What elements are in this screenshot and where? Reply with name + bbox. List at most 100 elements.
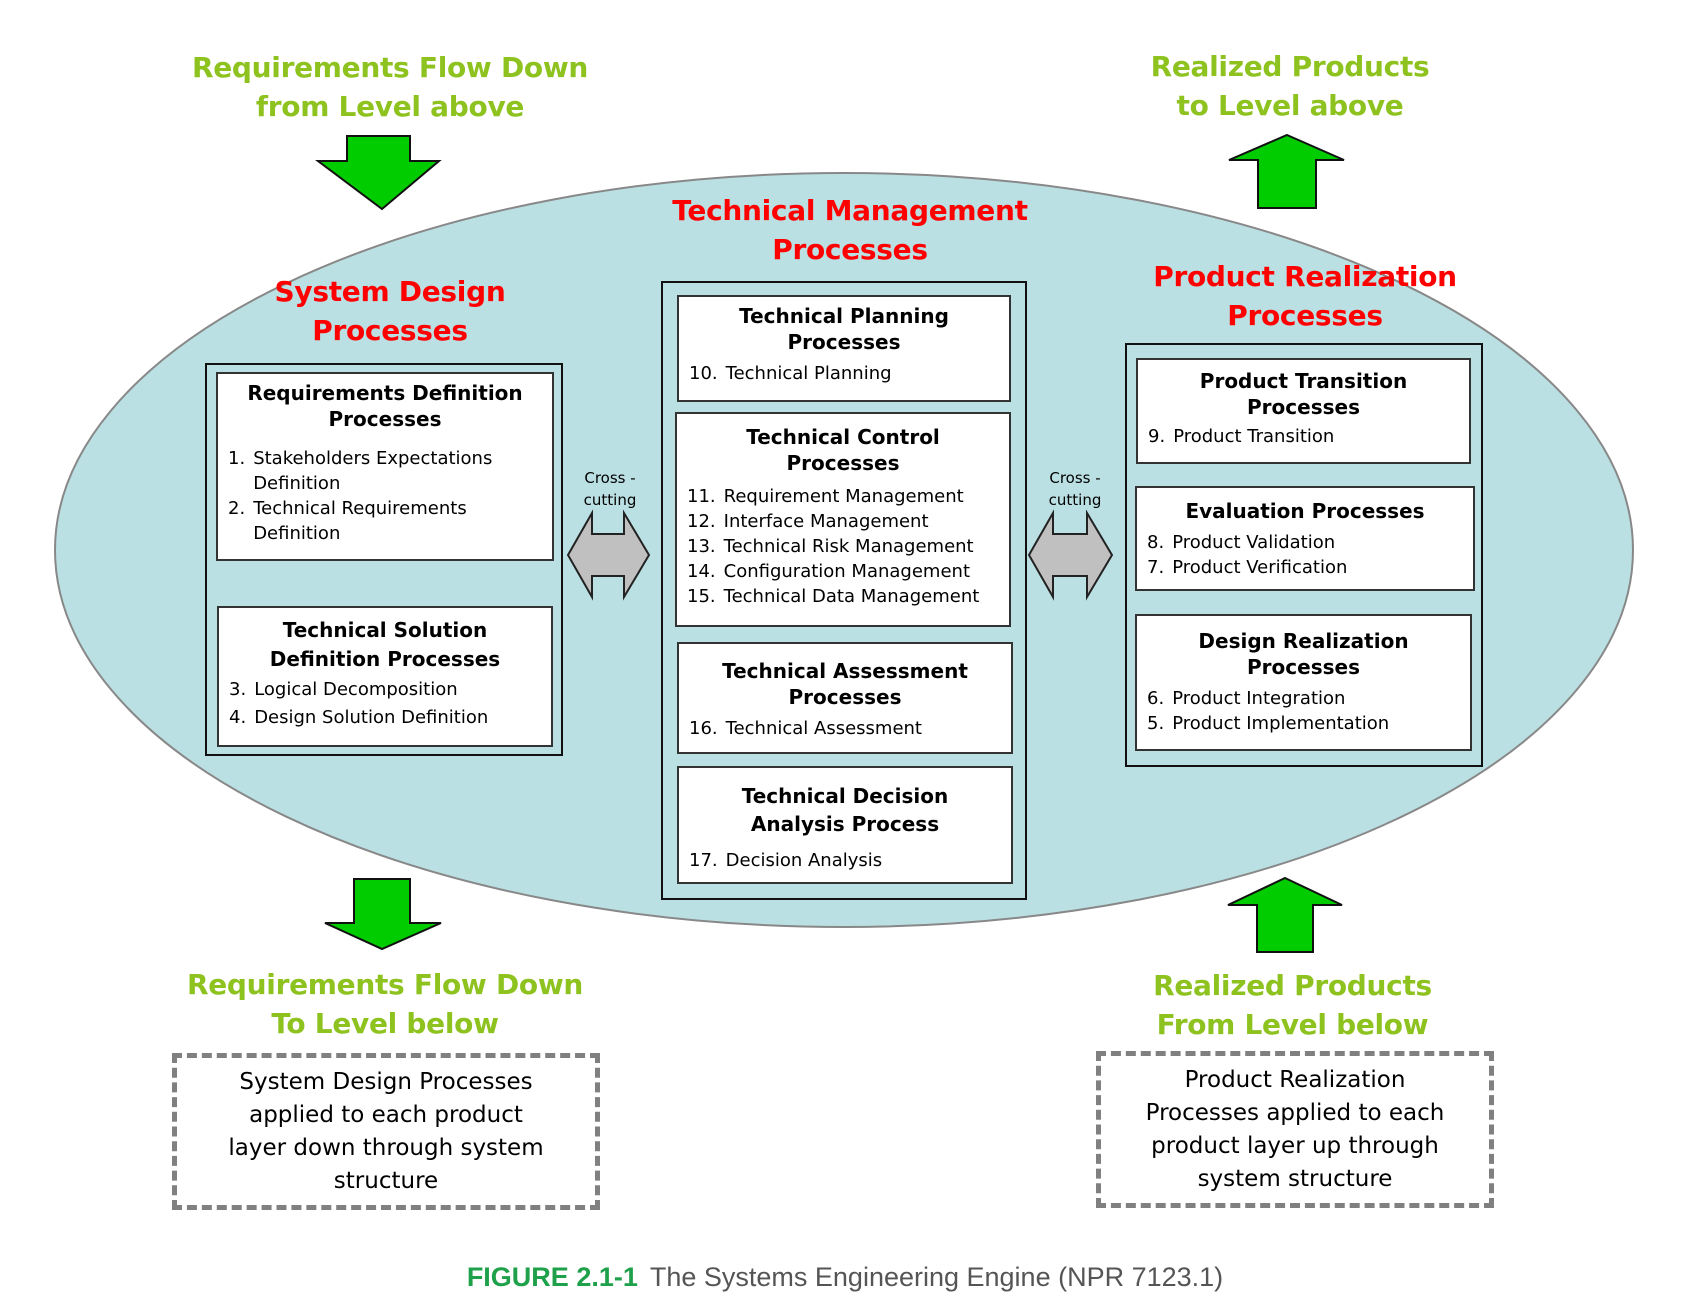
flow-label-bottom-left: Requirements Flow Down To Level below — [155, 965, 615, 1043]
group-title-line: Processes — [772, 233, 928, 266]
process-number: 3. — [229, 679, 247, 700]
cross-cutting-line: cutting — [583, 491, 637, 509]
process-list: 9. Product Transition — [1148, 424, 1459, 449]
group-title-line: Processes — [312, 314, 468, 347]
process-box-evaluation[interactable]: Evaluation Processes 8. Product Validati… — [1135, 486, 1475, 591]
note-line: Product Realization — [1184, 1067, 1406, 1093]
process-item: 9. Product Transition — [1148, 424, 1459, 449]
process-box-technical-decision-analysis[interactable]: Technical Decision Analysis Process 17. … — [677, 766, 1013, 884]
process-box-requirements-definition[interactable]: Requirements Definition Processes 1. Sta… — [216, 372, 554, 561]
process-name: Technical Risk Management — [723, 536, 974, 557]
process-number: 16. — [689, 718, 718, 739]
flow-label-line: from Level above — [255, 90, 525, 123]
process-number: 4. — [229, 707, 247, 728]
note-line: Processes applied to each — [1145, 1100, 1445, 1126]
box-title-line: Processes — [788, 685, 902, 709]
process-box-technical-control[interactable]: Technical Control Processes 11. Requirem… — [675, 412, 1011, 627]
box-title-line: Processes — [786, 451, 900, 475]
process-number: 1. — [228, 448, 246, 469]
process-item: 17. Decision Analysis — [689, 848, 1001, 873]
flow-label-bottom-right: Realized Products From Level below — [1110, 966, 1475, 1044]
group-title-line: Processes — [1227, 299, 1383, 332]
process-box-title: Requirements Definition Processes — [228, 380, 542, 432]
process-item: 3. Logical Decomposition — [229, 676, 541, 704]
flow-label-top-right: Realized Products to Level above — [1110, 47, 1470, 125]
cross-cutting-line: Cross - — [584, 469, 636, 487]
process-name: Product Transition — [1173, 426, 1335, 447]
process-item: 14. Configuration Management — [687, 559, 999, 584]
arrow-down-icon — [324, 878, 442, 951]
process-number: 17. — [689, 850, 718, 871]
box-title-line: Processes — [1247, 395, 1360, 419]
process-name: Design Solution Definition — [254, 707, 489, 728]
process-box-product-transition[interactable]: Product Transition Processes 9. Product … — [1136, 358, 1471, 464]
note-line: applied to each product — [249, 1102, 523, 1128]
process-box-title: Technical Assessment Processes — [689, 658, 1001, 710]
process-item: 16. Technical Assessment — [689, 716, 1001, 741]
cross-cutting-label-left: Cross - cutting — [570, 467, 650, 511]
figure-caption: FIGURE 2.1-1 The Systems Engineering Engi… — [0, 1262, 1690, 1293]
process-box-title: Technical Control Processes — [687, 424, 999, 476]
process-box-title: Product Transition Processes — [1148, 368, 1459, 420]
process-number: 5. — [1147, 713, 1165, 734]
process-list: 8. Product Validation 7. Product Verific… — [1147, 530, 1463, 580]
flow-label-top-left: Requirements Flow Down from Level above — [160, 48, 620, 126]
process-item: 8. Product Validation — [1147, 530, 1463, 555]
flow-label-line: To Level below — [271, 1007, 499, 1040]
process-number: 8. — [1147, 532, 1165, 553]
process-box-technical-planning[interactable]: Technical Planning Processes 10. Technic… — [677, 295, 1011, 402]
arrow-up-icon — [1228, 133, 1345, 209]
flow-label-line: Requirements Flow Down — [186, 968, 584, 1001]
note-line: System Design Processes — [239, 1069, 533, 1095]
flow-label-line: to Level above — [1176, 89, 1404, 122]
process-name: Interface Management — [723, 511, 929, 532]
box-title-line: Technical Planning — [739, 304, 949, 328]
flow-label-line: Realized Products — [1153, 969, 1432, 1002]
process-item: 2. Technical Requirements Definition — [228, 496, 542, 546]
cross-cutting-label-right: Cross - cutting — [1035, 467, 1115, 511]
box-title-line: Processes — [328, 407, 442, 431]
process-item: 1. Stakeholders Expectations Definition — [228, 446, 542, 496]
process-item: 6. Product Integration — [1147, 686, 1460, 711]
double-arrow-icon — [1027, 509, 1114, 601]
process-box-title: Evaluation Processes — [1147, 498, 1463, 524]
process-name: Decision Analysis — [725, 850, 883, 871]
process-list: 1. Stakeholders Expectations Definition … — [228, 446, 542, 546]
process-name: Product Validation — [1172, 532, 1336, 553]
process-item: 7. Product Verification — [1147, 555, 1463, 580]
box-title-line: Processes — [1247, 655, 1360, 679]
process-list: 3. Logical Decomposition 4. Design Solut… — [229, 676, 541, 732]
process-box-title: Technical Planning Processes — [689, 303, 999, 355]
flow-label-line: Requirements Flow Down — [191, 51, 589, 84]
process-box-technical-solution-definition[interactable]: Technical Solution Definition Processes … — [217, 606, 553, 747]
process-item: 10. Technical Planning — [689, 361, 999, 386]
figure-label: FIGURE 2.1-1 — [466, 1262, 638, 1292]
process-name: Product Integration — [1172, 688, 1346, 709]
box-title-line: Definition Processes — [269, 647, 501, 671]
process-number: 15. — [687, 586, 716, 607]
group-title-line: Product Realization — [1153, 260, 1457, 293]
box-title-line: Processes — [787, 330, 901, 354]
process-name: Requirement Management — [723, 486, 964, 507]
box-title-line: Technical Decision — [741, 784, 949, 808]
flow-label-line: Realized Products — [1150, 50, 1430, 83]
process-box-design-realization[interactable]: Design Realization Processes 6. Product … — [1135, 614, 1472, 751]
note-box-left: System Design Processes applied to each … — [172, 1053, 600, 1210]
process-name: Technical Assessment — [725, 718, 922, 739]
process-name: Technical Requirements Definition — [253, 498, 467, 544]
process-box-technical-assessment[interactable]: Technical Assessment Processes 16. Techn… — [677, 642, 1013, 754]
box-title-line: Technical Control — [746, 425, 940, 449]
box-title-line: Analysis Process — [750, 812, 940, 836]
figure-caption-text: The Systems Engineering Engine (NPR 7123… — [649, 1262, 1224, 1292]
process-list: 11. Requirement Management 12. Interface… — [687, 484, 999, 609]
process-name: Stakeholders Expectations Definition — [253, 448, 493, 494]
flow-label-line: From Level below — [1156, 1008, 1429, 1041]
process-number: 14. — [687, 561, 716, 582]
process-name: Product Implementation — [1172, 713, 1390, 734]
box-title-line: Evaluation Processes — [1185, 499, 1425, 523]
box-title-line: Design Realization — [1198, 629, 1409, 653]
box-title-line: Technical Solution — [282, 618, 488, 642]
process-name: Logical Decomposition — [254, 679, 458, 700]
process-number: 11. — [687, 486, 716, 507]
box-title-line: Requirements Definition — [247, 381, 523, 405]
